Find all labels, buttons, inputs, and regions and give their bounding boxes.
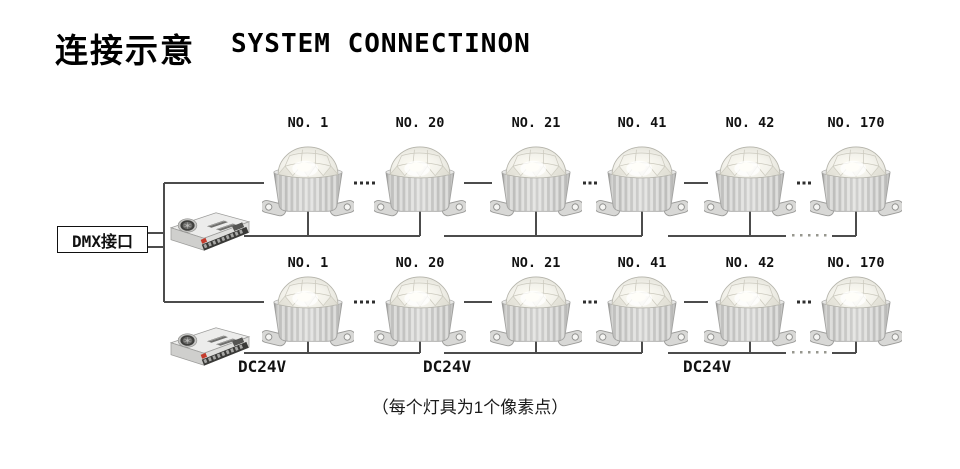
power-voltage-label: DC24V [238, 357, 287, 376]
lamp-label: NO. 21 [511, 115, 561, 131]
led-pixel-lamp-icon [596, 270, 688, 351]
led-pixel-lamp-icon [704, 140, 796, 221]
page-title-en: SYSTEM CONNECTINON [231, 29, 531, 59]
lamp-label: NO. 20 [395, 115, 445, 131]
page-title-zh: 连接示意 [55, 32, 195, 69]
dmx-interface-box: DMX接口 [57, 226, 148, 253]
lamp-label: NO. 41 [617, 255, 667, 271]
lamp-label: NO. 41 [617, 115, 667, 131]
led-pixel-lamp-icon [374, 140, 466, 221]
footnote-caption: （每个灯具为1个像素点） [371, 398, 569, 417]
lamp-label: NO. 170 [827, 115, 885, 131]
lamp-label: NO. 21 [511, 255, 561, 271]
led-pixel-lamp-icon [810, 270, 902, 351]
lamp-label: NO. 42 [725, 115, 775, 131]
led-pixel-lamp-icon [704, 270, 796, 351]
led-pixel-lamp-icon [596, 140, 688, 221]
led-pixel-lamp-icon [374, 270, 466, 351]
power-voltage-label: DC24V [423, 357, 472, 376]
power-supply-icon [168, 208, 252, 258]
led-pixel-lamp-icon [810, 140, 902, 221]
led-pixel-lamp-icon [490, 270, 582, 351]
lamp-label: NO. 1 [287, 255, 329, 271]
led-pixel-lamp-icon [262, 140, 354, 221]
dmx-interface-label: DMX接口 [72, 231, 133, 251]
led-pixel-lamp-icon [262, 270, 354, 351]
lamp-label: NO. 42 [725, 255, 775, 271]
lamp-label: NO. 170 [827, 255, 885, 271]
lamp-label: NO. 1 [287, 115, 329, 131]
led-pixel-lamp-icon [490, 140, 582, 221]
power-voltage-label: DC24V [683, 357, 732, 376]
lamp-label: NO. 20 [395, 255, 445, 271]
